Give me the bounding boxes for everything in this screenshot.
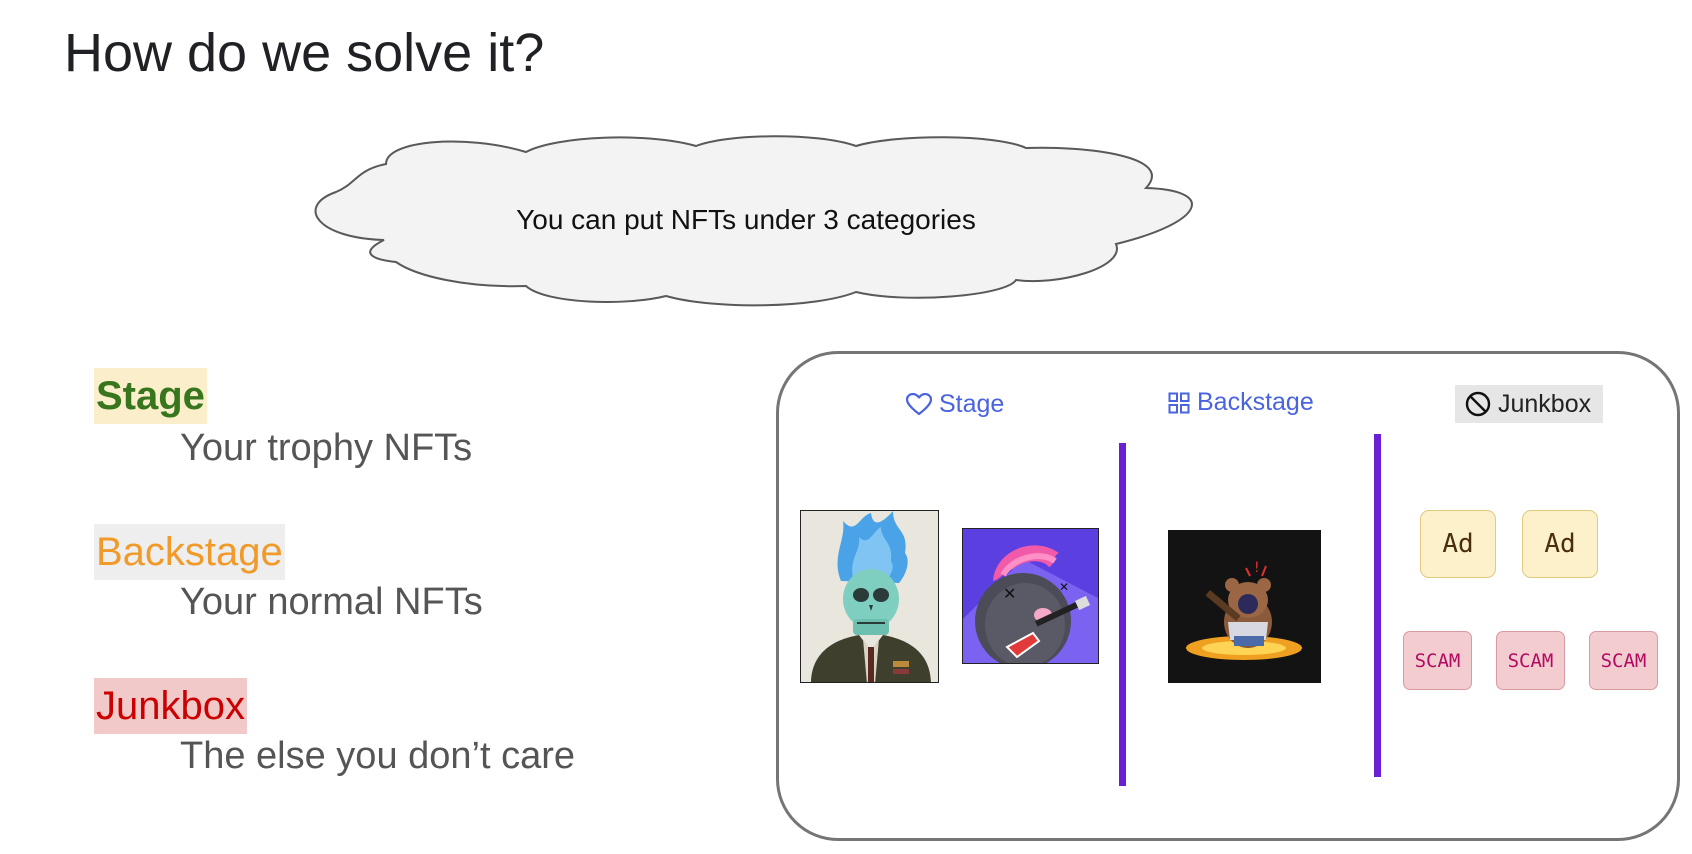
tab-backstage[interactable]: Backstage (1168, 388, 1314, 417)
ad-badge[interactable]: Ad (1420, 510, 1496, 578)
skull-soldier-nft-image[interactable] (800, 510, 939, 683)
svg-text:!: ! (1254, 560, 1260, 576)
category-backstage-description: Your normal NFTs (180, 581, 483, 623)
tab-stage-label: Stage (939, 390, 1005, 418)
cloud-text: You can put NFTs under 3 categories (516, 204, 976, 235)
tab-stage[interactable]: Stage (906, 390, 1004, 419)
block-icon (1465, 391, 1491, 417)
category-junkbox-label: Junkbox (94, 678, 247, 734)
category-junkbox-description: The else you don’t care (180, 735, 576, 777)
scam-badge[interactable]: SCAM (1589, 631, 1658, 690)
ad-badge[interactable]: Ad (1522, 510, 1598, 578)
scam-badge[interactable]: SCAM (1403, 631, 1472, 690)
category-stage-label: Stage (94, 368, 207, 424)
grid-icon (1168, 392, 1190, 413)
tab-backstage-label: Backstage (1197, 388, 1314, 416)
svg-text:✕: ✕ (1059, 580, 1069, 594)
scam-badge[interactable]: SCAM (1496, 631, 1565, 690)
tab-junkbox-label: Junkbox (1498, 389, 1592, 418)
column-divider (1119, 443, 1126, 786)
heart-icon (906, 392, 932, 415)
svg-text:✕: ✕ (1003, 584, 1016, 603)
category-backstage-label: Backstage (94, 524, 285, 580)
column-divider (1374, 434, 1381, 777)
tab-junkbox[interactable]: Junkbox (1455, 385, 1604, 423)
category-stage-description: Your trophy NFTs (180, 427, 473, 469)
cloud-shape (314, 135, 1193, 307)
slide-title: How do we solve it? (64, 23, 545, 83)
bear-guitar-nft-image[interactable]: ! (1168, 530, 1321, 683)
pink-hair-shark-nft-image[interactable]: ✕ ✕ (962, 528, 1099, 664)
